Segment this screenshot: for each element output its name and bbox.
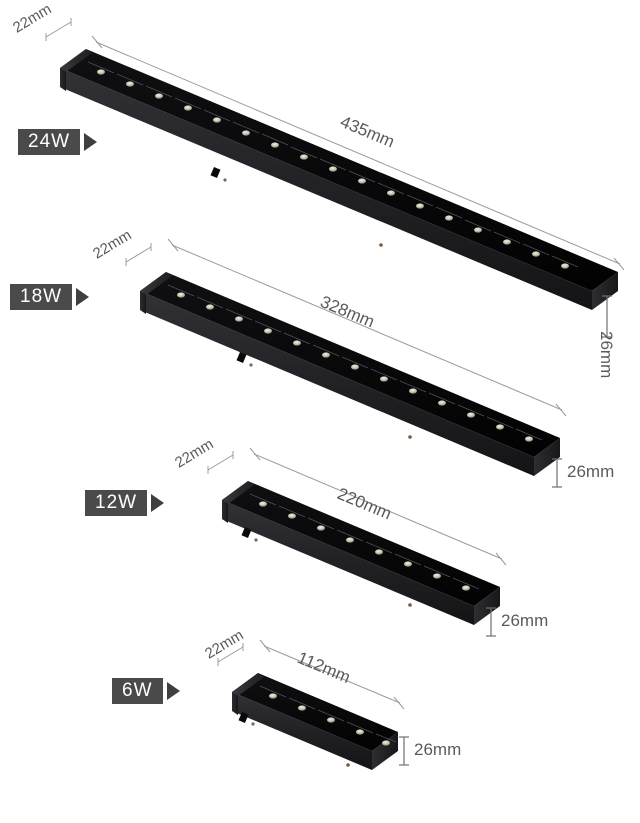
height-label-24w: 26mm — [597, 331, 616, 379]
product-body-6w — [232, 673, 398, 770]
power-badge-24w[interactable]: 24W — [18, 129, 98, 155]
height-label-6w: 26mm — [414, 740, 462, 759]
height-label-18w: 26mm — [567, 462, 615, 481]
badge-arrow-icon-24w — [84, 133, 98, 151]
product-body-12w — [222, 481, 500, 625]
badge-arrow-icon-12w — [151, 494, 165, 512]
power-badge-18w[interactable]: 18W — [10, 284, 90, 310]
power-badge-label-18w: 18W — [10, 284, 73, 310]
badge-arrow-icon-18w — [76, 288, 90, 306]
product-body-18w — [140, 272, 560, 476]
power-badge-label-12w: 12W — [85, 490, 148, 516]
product-body-24w — [60, 49, 618, 310]
power-badge-label-6w: 6W — [112, 678, 163, 704]
height-label-12w: 26mm — [501, 611, 549, 630]
power-badge-12w[interactable]: 12W — [85, 490, 165, 516]
power-badge-6w[interactable]: 6W — [112, 678, 180, 704]
dimension-lines — [45, 18, 625, 766]
power-badge-label-24w: 24W — [18, 129, 81, 155]
badge-arrow-icon-6w — [166, 682, 180, 700]
